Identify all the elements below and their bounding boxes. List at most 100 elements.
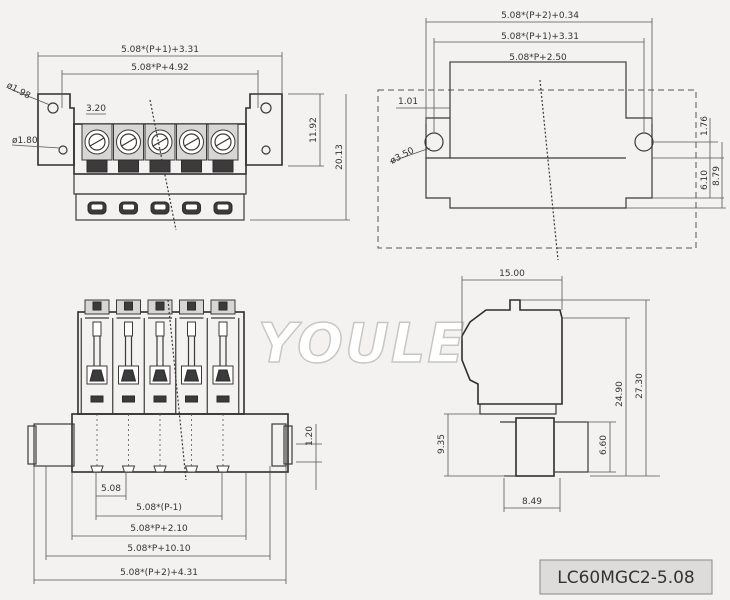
left-ear xyxy=(33,423,75,467)
pin-bump xyxy=(153,465,167,473)
dim-side-bottom: 8.49 xyxy=(522,497,542,507)
plug-top-tab-hole xyxy=(92,301,102,311)
dim-bottom-w1: 5.08*(P-1) xyxy=(136,503,182,513)
mount-hole-lower xyxy=(58,145,68,155)
screw-slot xyxy=(89,137,105,147)
plug-top-tab-hole xyxy=(218,301,228,311)
dim-cutout-h1: 1.76 xyxy=(700,116,710,136)
dim-side-h4: 6.60 xyxy=(599,435,609,455)
wire-stem-cap xyxy=(155,321,165,337)
cutout-lower xyxy=(425,158,653,209)
latch-slot xyxy=(216,395,230,403)
pin-slot-inner xyxy=(90,203,104,211)
dim-side-h2: 27.30 xyxy=(635,373,645,399)
bottom-view xyxy=(27,299,293,481)
right-flange xyxy=(245,93,283,166)
cutout-hole-right xyxy=(634,132,654,152)
terminal-tab xyxy=(149,159,171,173)
dim-height-2: 20.13 xyxy=(335,144,345,170)
header-base xyxy=(75,193,245,221)
screw-head xyxy=(119,133,138,151)
pin-slot-inner xyxy=(185,203,198,211)
dim-side-h1: 24.90 xyxy=(615,381,625,407)
mount-hole-lower-right xyxy=(261,145,271,155)
pin-bump xyxy=(121,465,136,473)
left-flange xyxy=(37,93,75,166)
wire-clip-wedge xyxy=(120,369,137,382)
mount-hole-upper-right xyxy=(260,102,272,114)
watermark: YOULE xyxy=(258,312,466,375)
dim-side-h3: 9.35 xyxy=(437,434,447,454)
dim-cutout-h3: 8.79 xyxy=(712,166,722,186)
pin-slot-inner xyxy=(122,203,135,211)
dim-bottom-height: 1.20 xyxy=(305,426,315,446)
front-view-top xyxy=(37,93,283,231)
left-ear-cap xyxy=(27,425,37,465)
dim-top-width-2: 5.08*P+4.92 xyxy=(131,63,189,73)
wire-stem-cap xyxy=(124,321,133,337)
dim-bottom-pitch: 5.08 xyxy=(101,484,121,494)
screw-head xyxy=(182,133,201,151)
dim-cutout-h2: 6.10 xyxy=(700,170,710,190)
wire-clip-wedge xyxy=(152,369,168,382)
latch-slot xyxy=(185,395,198,403)
cutout-left xyxy=(425,117,451,159)
dim-cutout-hole: ø3.50 xyxy=(389,146,416,167)
wire-clip-wedge xyxy=(183,369,200,382)
pin-bump xyxy=(184,465,199,473)
header-mid xyxy=(73,173,247,195)
side-plug-step xyxy=(479,404,557,415)
flange-body xyxy=(71,413,289,473)
side-view-dimensions: 15.00 24.90 27.30 9.35 6.60 8.49 xyxy=(437,269,660,512)
dim-hole-diameter-2: ø1.80 xyxy=(12,136,38,146)
screw-slot xyxy=(121,137,136,147)
dim-height-1: 11.92 xyxy=(309,117,319,143)
dim-small-pitch: 3.20 xyxy=(86,104,106,114)
dim-bottom-w3: 5.08*P+10.10 xyxy=(127,544,191,554)
side-header xyxy=(515,417,555,477)
screw-slot xyxy=(215,137,231,147)
dim-cutout-offset: 1.01 xyxy=(398,97,418,107)
screw-head xyxy=(214,133,232,151)
panel-cutout-dimensions: 5.08*(P+2)+0.34 5.08*(P+1)+3.31 5.08*P+2… xyxy=(389,11,726,209)
plug-top-tab-hole xyxy=(187,301,196,311)
side-view xyxy=(461,299,589,477)
pin-bump xyxy=(90,465,104,473)
dim-hole-diameter-1: ø1.98 xyxy=(5,81,32,102)
dim-cutout-width-2: 5.08*(P+1)+3.31 xyxy=(501,32,579,42)
cutout-hole-left xyxy=(424,132,444,152)
latch-slot xyxy=(122,395,135,403)
panel-outline xyxy=(377,89,697,249)
terminal-tab xyxy=(181,159,202,173)
screw-head xyxy=(151,133,169,151)
latch-slot xyxy=(153,395,167,403)
pin-slot-inner xyxy=(216,203,230,211)
pin-bump xyxy=(216,465,230,473)
wire-stem-cap xyxy=(187,321,196,337)
wire-stem-cap xyxy=(92,321,102,337)
cutout-upper xyxy=(449,61,653,158)
wire-stem-cap xyxy=(218,321,228,337)
latch-slot xyxy=(90,395,104,403)
dim-side-width: 15.00 xyxy=(499,269,525,279)
dim-top-width-1: 5.08*(P+1)+3.31 xyxy=(121,45,199,55)
dim-bottom-w4: 5.08*(P+2)+4.31 xyxy=(120,568,198,578)
terminal-tab xyxy=(118,159,139,173)
part-number: LC60MGC2-5.08 xyxy=(557,568,695,588)
title-box xyxy=(539,559,713,595)
plug-top-tab-hole xyxy=(155,301,165,311)
right-ear xyxy=(271,423,287,467)
screw-slot xyxy=(184,137,199,147)
pin-slot-inner xyxy=(153,203,167,211)
bottom-view-dimensions: 1.20 5.08 5.08*(P-1) 5.08*P+2.10 5.08*P+… xyxy=(33,424,322,584)
side-pins xyxy=(500,421,516,477)
title-block: LC60MGC2-5.08 xyxy=(539,559,713,595)
plug-top-tab-hole xyxy=(124,301,133,311)
dim-cutout-width-1: 5.08*(P+2)+0.34 xyxy=(501,11,579,21)
screw-head xyxy=(88,133,106,151)
wire-clip-wedge xyxy=(215,369,231,382)
terminal-tab xyxy=(86,159,108,173)
screw-slot xyxy=(152,137,168,147)
